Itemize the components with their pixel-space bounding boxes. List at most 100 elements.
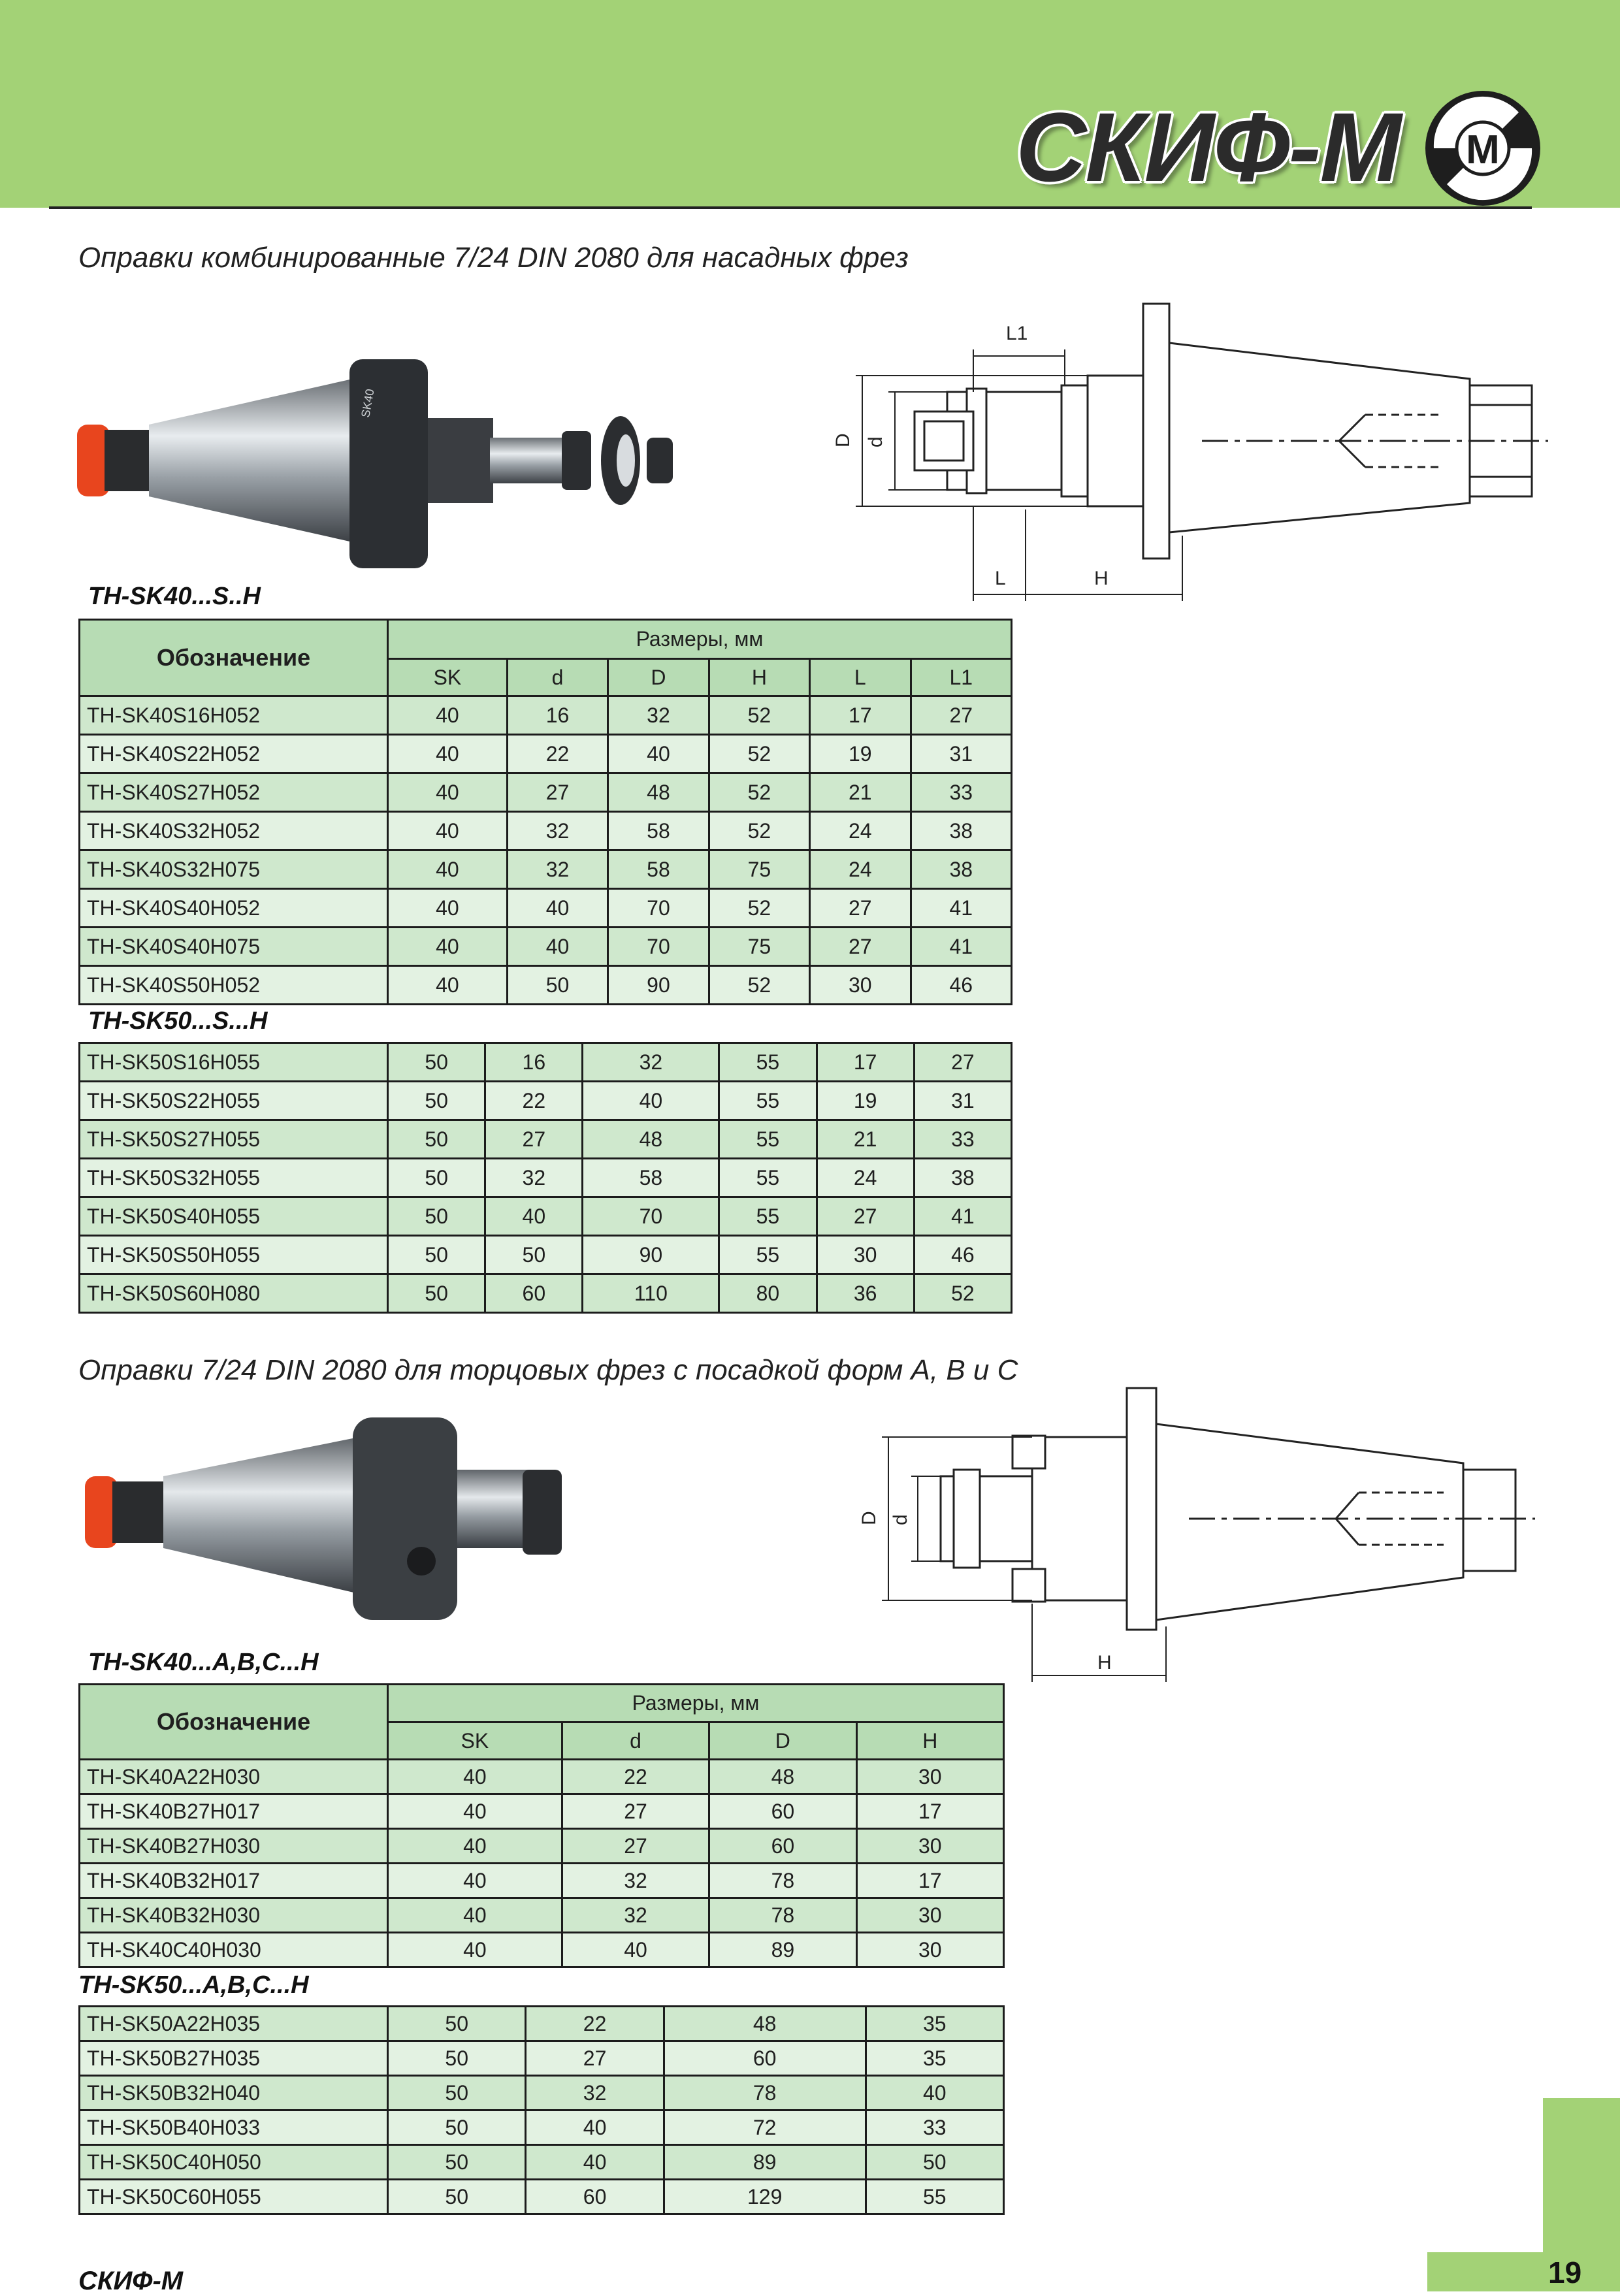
cell-value: 58 [581,1157,721,1198]
cell-value: 46 [909,965,1012,1005]
cell-designation: TH-SK40S50H052 [78,965,389,1005]
cell-value: 50 [506,965,609,1005]
cell-value: 27 [815,1196,915,1237]
cell-value: 48 [581,1119,721,1159]
column-header-l1: L1 [909,658,1012,697]
cell-designation: TH-SK50S40H055 [78,1196,389,1237]
cell-value: 50 [484,1235,584,1275]
cell-value: 40 [387,849,508,890]
cell-value: 24 [809,849,912,890]
cell-value: 70 [581,1196,721,1237]
cell-value: 46 [913,1235,1013,1275]
cell-value: 55 [718,1080,818,1121]
cell-value: 40 [387,1932,563,1968]
cell-value: 50 [386,2144,527,2180]
cell-value: 22 [484,1080,584,1121]
cell-value: 89 [708,1932,858,1968]
cell-value: 90 [581,1235,721,1275]
header-banner [0,0,1620,208]
cell-value: 27 [560,1828,711,1864]
cell-designation: TH-SK50C40H050 [78,2144,389,2180]
cell-value: 40 [864,2075,1005,2111]
cell-value: 16 [484,1042,584,1082]
cell-value: 40 [506,926,609,967]
cell-value: 80 [718,1273,818,1314]
cell-value: 52 [707,734,811,774]
cell-value: 50 [386,1157,487,1198]
cell-designation: TH-SK40S32H052 [78,811,389,851]
cell-value: 55 [864,2178,1005,2215]
spec-table-sk40-abc: Обозначение Размеры, мм SK d D H TH-SK40… [78,1683,1005,1968]
series-label-sk50-abc: TH-SK50...A,B,C...H [78,1971,309,1999]
drawing-label-l: L [995,568,1006,589]
cell-designation: TH-SK40S40H052 [78,888,389,928]
cell-value: 40 [581,1080,721,1121]
arbor-photo-sk40-s: SK40 [77,359,673,568]
cell-value: 40 [387,811,508,851]
cell-value: 21 [815,1119,915,1159]
cell-value: 38 [909,849,1012,890]
cell-value: 30 [855,1828,1005,1864]
column2-header-sk: SK [387,1721,563,1760]
cell-value: 30 [855,1897,1005,1933]
cell-value: 31 [913,1080,1013,1121]
table-header-row: Обозначение Размеры, мм [78,619,1012,697]
cell-value: 52 [707,888,811,928]
cell-value: 40 [525,2144,665,2180]
cell-designation: TH-SK40B32H030 [78,1897,389,1933]
cell-value: 33 [909,772,1012,813]
cell-value: 40 [387,1793,563,1830]
cell-value: 60 [484,1273,584,1314]
cell-designation: TH-SK40S16H052 [78,695,389,736]
cell-value: 40 [387,1758,563,1795]
cell-designation: TH-SK40S27H052 [78,772,389,813]
cell-value: 31 [909,734,1012,774]
cell-value: 78 [708,1862,858,1899]
cell-designation: TH-SK40S22H052 [78,734,389,774]
cell-value: 78 [708,1897,858,1933]
cell-value: 75 [707,849,811,890]
cell-value: 27 [913,1042,1013,1082]
technical-drawing-section1: L1 D d L H [832,302,1548,601]
table2-header-row: Обозначение Размеры, мм [78,1683,1005,1760]
cell-value: 72 [662,2109,867,2146]
series-label-sk50-s: TH-SK50...S...H [88,1007,268,1035]
cell-value: 35 [864,2005,1005,2042]
cell-value: 50 [386,2040,527,2077]
column-header-sk: SK [387,658,508,697]
technical-drawing-section2: D d H [858,1387,1535,1682]
header-divider [49,206,1532,209]
cell-value: 17 [855,1793,1005,1830]
cell-value: 27 [506,772,609,813]
cell-designation: TH-SK50S22H055 [78,1080,389,1121]
cell-value: 40 [607,734,710,774]
cell-value: 55 [718,1119,818,1159]
cell-designation: TH-SK40B27H017 [78,1793,389,1830]
cell-value: 22 [506,734,609,774]
footer-brand: СКИФ-М [78,2267,184,2295]
cell-designation: TH-SK50B27H035 [78,2040,389,2077]
drawing2-label-big-d: D [858,1511,880,1525]
cell-value: 48 [662,2005,867,2042]
cell-value: 40 [387,695,508,736]
logo-text: СКИФ-М [1016,92,1401,202]
cell-value: 48 [607,772,710,813]
cell-value: 40 [387,772,508,813]
table2-subheader-row: SK d D H [80,1721,1005,1760]
cell-value: 55 [718,1157,818,1198]
column-header-l: L [809,658,912,697]
cell-value: 40 [387,734,508,774]
column-header-d: d [506,658,609,697]
arbor-photo-sk40-abc [85,1417,562,1620]
cell-value: 19 [809,734,912,774]
cell-designation: TH-SK50S32H055 [78,1157,389,1198]
